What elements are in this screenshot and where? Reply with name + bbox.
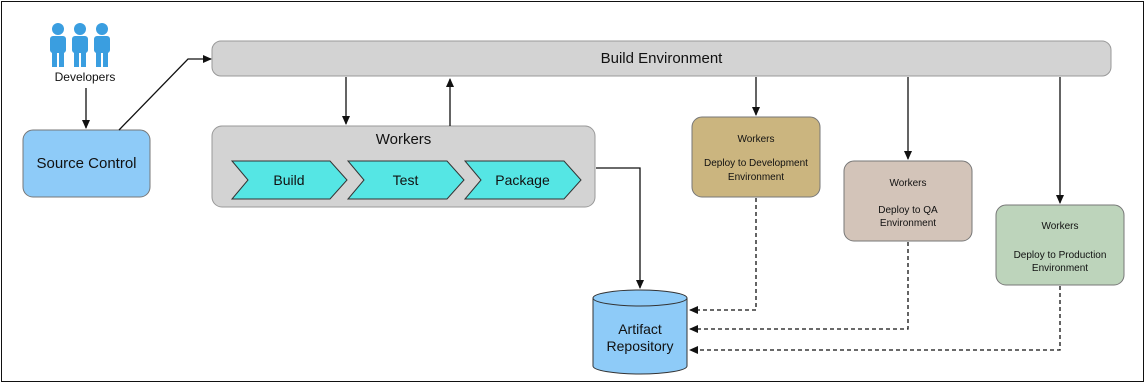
workers-title: Workers bbox=[375, 131, 432, 148]
deploy-qa-title: Workers bbox=[889, 178, 927, 189]
artifact-repository-line2: Repository bbox=[606, 338, 674, 354]
deploy-dev-line2: Environment bbox=[727, 172, 785, 183]
deploy-dev-line1: Deploy to Development bbox=[704, 158, 808, 169]
dev-to-artifact-dashed-arrow bbox=[689, 198, 757, 314]
build-environment-bar bbox=[211, 40, 1112, 77]
developers-icon bbox=[50, 23, 110, 67]
qa-to-artifact-dashed-arrow bbox=[689, 242, 909, 333]
artifact-repository-cylinder bbox=[592, 289, 688, 375]
deploy-dev-title: Workers bbox=[737, 134, 775, 145]
test-stage-chevron bbox=[346, 160, 465, 200]
build-environment-label: Build Environment bbox=[600, 50, 723, 67]
deploy-prod-title: Workers bbox=[1041, 221, 1079, 232]
source-control-box bbox=[22, 129, 151, 198]
prod-to-artifact-dashed-arrow bbox=[689, 286, 1061, 354]
package-stage-chevron bbox=[463, 160, 582, 200]
build-stage-label: Build bbox=[273, 172, 305, 188]
package-stage-label: Package bbox=[495, 172, 550, 188]
deploy-qa-box bbox=[843, 160, 973, 242]
test-stage-label: Test bbox=[392, 172, 419, 188]
deploy-prod-box bbox=[995, 204, 1125, 286]
deploy-qa-line1: Deploy to QA bbox=[878, 205, 938, 216]
deploy-dev-box bbox=[691, 116, 821, 198]
artifact-repository-line1: Artifact bbox=[618, 321, 662, 337]
source-to-build-env-arrow bbox=[118, 55, 212, 131]
source-control-label: Source Control bbox=[36, 155, 137, 172]
workers-to-artifact-arrow bbox=[596, 167, 644, 289]
developers-label: Developers bbox=[54, 70, 116, 84]
build-stage-chevron bbox=[230, 160, 348, 200]
deploy-prod-line2: Environment bbox=[1031, 263, 1089, 274]
deploy-qa-line2: Environment bbox=[879, 218, 937, 229]
deploy-prod-line1: Deploy to Production bbox=[1013, 250, 1107, 261]
